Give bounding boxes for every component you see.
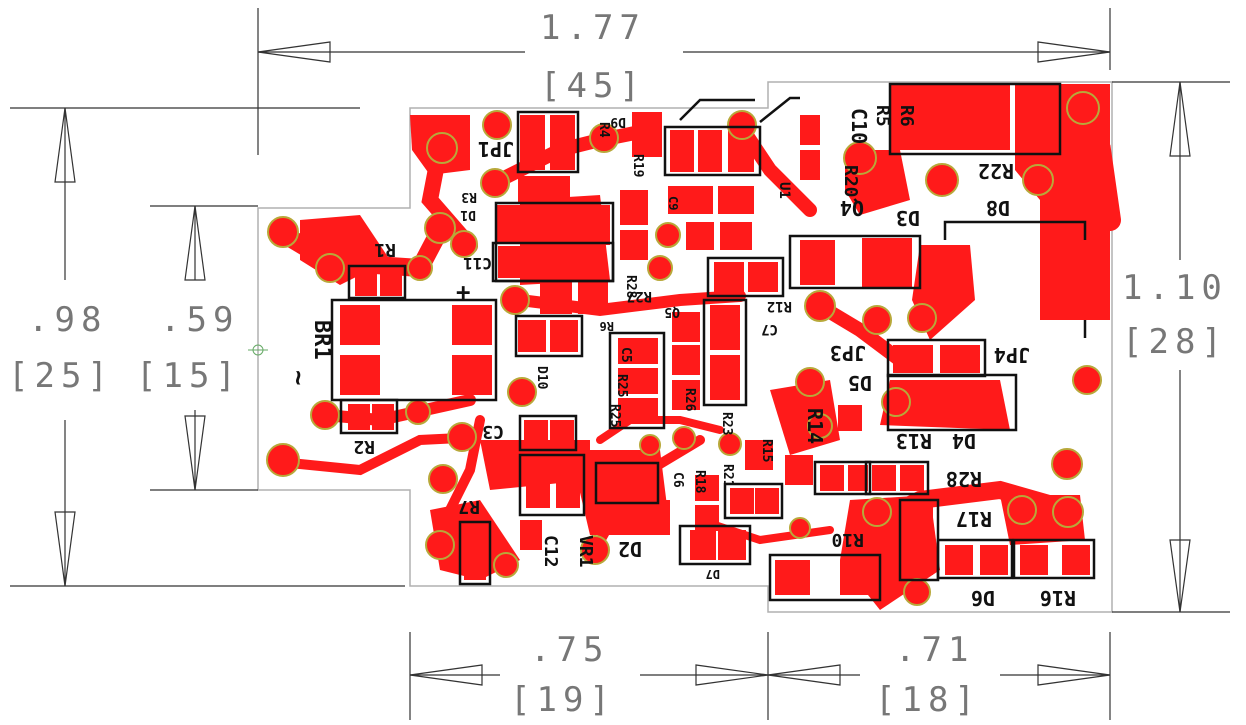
component-outlines	[330, 82, 1096, 602]
svg-text:C12: C12	[540, 535, 561, 568]
origin-marker	[248, 344, 268, 356]
svg-text:C7: C7	[761, 321, 778, 337]
dim-bottom-right-mm: [18]	[875, 680, 981, 720]
dim-left-outer-inch: .98	[28, 300, 108, 340]
through-hole-pads	[266, 91, 1102, 606]
svg-text:C5: C5	[618, 347, 633, 363]
svg-text:R22: R22	[978, 159, 1014, 183]
svg-text:R1: R1	[374, 239, 396, 260]
svg-text:JP4: JP4	[994, 343, 1030, 367]
svg-text:R3: R3	[461, 189, 477, 204]
svg-text:D3: D3	[896, 206, 920, 230]
svg-text:R20: R20	[840, 165, 861, 198]
svg-text:R19: R19	[630, 154, 645, 177]
svg-text:Q4: Q4	[840, 196, 864, 220]
svg-text:C6: C6	[670, 472, 685, 488]
svg-text:Q5: Q5	[664, 304, 680, 319]
component-pads	[340, 112, 1090, 595]
svg-text:R6: R6	[600, 319, 614, 333]
svg-text:D5: D5	[848, 371, 872, 395]
svg-text:R5: R5	[872, 105, 893, 127]
svg-text:R25: R25	[607, 404, 622, 427]
svg-text:R13: R13	[896, 429, 932, 453]
silkscreen-text: JP1 R3 D1 C11 R1 BR1 ~ + R2 C3 R7 C12 VR…	[283, 105, 1076, 610]
svg-text:C9: C9	[666, 196, 680, 210]
svg-text:R23: R23	[719, 412, 734, 435]
svg-text:R21: R21	[720, 464, 735, 488]
dim-right-mm: [28]	[1122, 322, 1228, 362]
svg-text:U1: U1	[776, 182, 792, 199]
svg-text:C11: C11	[463, 254, 492, 273]
dim-top-mm: [45]	[540, 66, 646, 106]
svg-text:R2: R2	[353, 436, 375, 457]
svg-text:R25: R25	[614, 374, 629, 397]
svg-text:R14: R14	[803, 408, 827, 444]
svg-text:R18: R18	[692, 470, 707, 494]
svg-text:D1: D1	[460, 207, 476, 222]
svg-text:JP3: JP3	[830, 341, 866, 365]
dim-right-inch: 1.10	[1122, 268, 1228, 308]
dim-bottom-right-inch: .71	[895, 630, 975, 670]
svg-text:VR1: VR1	[575, 535, 596, 568]
dim-top-inch: 1.77	[540, 8, 646, 48]
dim-left-outer-mm: [25]	[8, 356, 114, 396]
svg-text:R12: R12	[767, 298, 792, 314]
svg-text:JP1: JP1	[478, 137, 514, 161]
svg-text:D9: D9	[610, 114, 626, 129]
svg-text:R10: R10	[831, 529, 864, 550]
svg-text:C3: C3	[482, 421, 504, 442]
svg-text:D4: D4	[952, 429, 976, 453]
svg-text:D6: D6	[971, 586, 995, 610]
svg-text:+: +	[456, 278, 470, 306]
svg-text:R26: R26	[682, 388, 697, 412]
svg-text:D2: D2	[618, 537, 642, 561]
svg-text:D8: D8	[986, 196, 1010, 220]
svg-text:R28: R28	[623, 275, 638, 299]
svg-text:R4: R4	[596, 122, 611, 138]
dimension-lines	[10, 8, 1230, 720]
svg-text:BR1: BR1	[309, 320, 334, 360]
svg-text:R7: R7	[458, 496, 480, 517]
svg-text:D10: D10	[534, 366, 549, 390]
svg-text:R6: R6	[896, 105, 917, 127]
dim-left-inner-inch: .59	[160, 300, 240, 340]
svg-text:R27: R27	[627, 288, 652, 304]
dim-left-inner-mm: [15]	[136, 356, 242, 396]
svg-text:C10: C10	[847, 108, 871, 144]
svg-text:R28: R28	[946, 467, 982, 491]
dim-bottom-left-mm: [19]	[510, 680, 616, 720]
svg-text:~: ~	[283, 370, 313, 386]
svg-text:R16: R16	[1040, 586, 1076, 610]
svg-text:D7: D7	[706, 567, 720, 581]
svg-text:R17: R17	[956, 507, 992, 531]
dim-bottom-left-inch: .75	[530, 630, 610, 670]
svg-text:R15: R15	[759, 439, 774, 462]
